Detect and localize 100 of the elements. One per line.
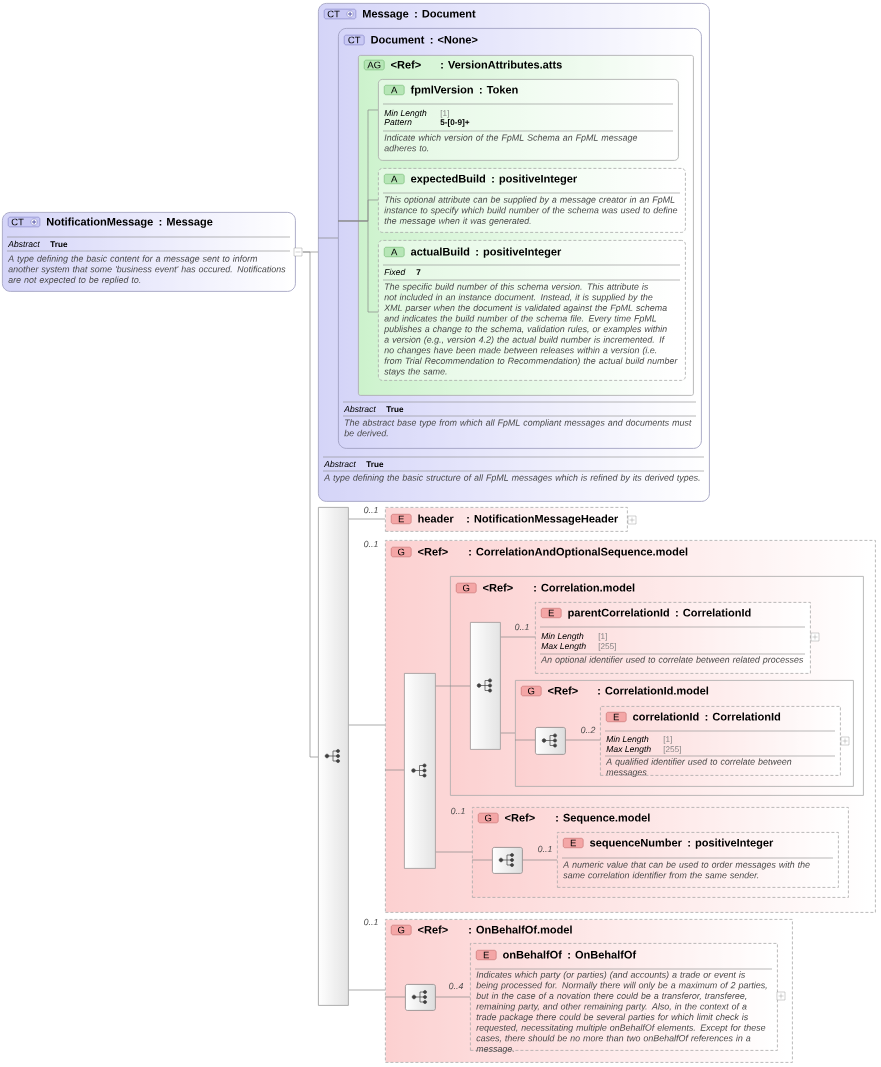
property-value: 5-[0-9]+	[440, 119, 470, 127]
connector-line	[514, 739, 536, 741]
type-badge: E	[563, 838, 584, 848]
sequence-bar	[318, 507, 349, 1006]
connector-line	[317, 237, 339, 239]
property-value: True	[50, 241, 68, 248]
cardinality-label: 0..1	[363, 540, 378, 548]
description-text: An optional identifier used to correlate between related processes	[540, 656, 804, 665]
connector-line	[348, 518, 386, 520]
name-label: <Ref>	[483, 583, 513, 592]
type-label: : NotificationMessageHeader	[467, 514, 618, 525]
connector-line	[384, 996, 406, 998]
description-text: A type defining the basic content for a message sent to inform another system that some 'business event' has occured. Notifications are not expected to be replied to.	[7, 255, 286, 285]
type-badge: G	[521, 685, 542, 697]
description-text: Indicates which party (or parties) (and accounts) a trade or event is being processed for. Normally there will only be a maximum of 2 parties, but in the case of a novation there could be a transferor, transferee, remaining party, and other remaining party. Also, in the context of a trade package there could be several parties for which limit check is requested, necessitating multiple onBehalfOf elements. Except for these cases, there should be no more than two onBehalfOf references in a message.	[476, 971, 767, 1054]
connector-line	[449, 685, 471, 687]
type-badge: E	[541, 608, 562, 618]
element-box	[535, 602, 811, 674]
name-label: header	[418, 514, 454, 523]
attribute-box	[378, 168, 686, 233]
complex-type-box	[2, 212, 303, 292]
property-label: Fixed	[384, 268, 406, 276]
type-label: : positiveInteger	[476, 247, 562, 258]
type-badge: G	[391, 546, 412, 558]
name-label: <Ref>	[391, 60, 421, 69]
name-label: fpmlVersion	[410, 85, 473, 96]
description-text: A qualified identifier used to correlate between messages	[605, 758, 792, 778]
type-badge: E	[476, 950, 497, 960]
property-value: [255]	[598, 643, 616, 651]
description-text: A numeric value that can be used to order messages with the same correlation identifier from the same sender.	[562, 861, 810, 879]
type-label: : CorrelationId	[676, 608, 751, 617]
connector-line	[435, 851, 473, 853]
property-label: Abstract	[343, 405, 377, 413]
name-label: Document	[371, 35, 425, 44]
type-badge: G	[478, 812, 499, 824]
property-value: [255]	[663, 746, 681, 754]
type-badge: AG	[364, 59, 385, 71]
sequence-box	[405, 984, 436, 1011]
name-label: actualBuild	[410, 247, 470, 256]
connector-line	[348, 989, 386, 991]
type-label: : Correlation.model	[534, 583, 635, 592]
property-label: Min Length	[384, 109, 427, 118]
type-label: : Token	[480, 85, 518, 94]
type-label: : CorrelationAndOptionalSequence.model	[469, 547, 688, 558]
property-value: True	[386, 406, 404, 413]
type-badge: CT	[324, 8, 357, 20]
element-box	[385, 507, 628, 532]
attribute-box	[378, 240, 686, 381]
cardinality-label: 0..1	[538, 845, 552, 853]
property-label: Max Length	[541, 642, 586, 651]
property-label: Min Length	[606, 735, 649, 744]
property-label: Abstract	[323, 460, 357, 468]
name-label: correlationId	[633, 712, 699, 721]
connector-line	[471, 859, 493, 861]
connector-line	[435, 996, 471, 998]
sequence-box	[535, 727, 566, 755]
attribute-box	[378, 79, 679, 161]
type-label: : CorrelationId.model	[598, 686, 709, 695]
connector-line	[337, 220, 379, 313]
description-text: The abstract base type from which all FpML compliant messages and documents must be derived.	[344, 419, 692, 437]
name-label: expectedBuild	[411, 174, 486, 185]
type-badge: A	[384, 85, 405, 95]
type-badge: CT	[8, 216, 41, 228]
cardinality-label: 0..1	[363, 918, 378, 926]
description-text: A type defining the basic structure of all FpML messages which is refined by its derived types.	[323, 474, 700, 483]
description-text: This optional attribute can be supplied by a message creator in an FpML instance to specify which build number of the schema was used to define the message when it was generated.	[384, 196, 678, 226]
property-value: [1]	[663, 736, 672, 744]
connector-line	[565, 739, 601, 741]
description-text: Indicate which version of the FpML Schema an FpML message adheres to.	[384, 134, 638, 152]
connector-line	[302, 251, 319, 758]
type-label: : positiveInteger	[492, 174, 577, 185]
type-label: : OnBehalfOf.model	[469, 925, 572, 934]
type-label: : <None>	[430, 35, 478, 44]
cardinality-label: 0..2	[581, 726, 596, 734]
sequence-bar	[404, 673, 436, 869]
name-label: sequenceNumber	[590, 838, 682, 849]
type-badge: G	[456, 582, 477, 594]
cardinality-label: 0..1	[515, 623, 529, 631]
property-value: True	[366, 461, 384, 468]
property-label: Min Length	[541, 632, 584, 641]
type-badge: A	[384, 247, 405, 257]
name-label: <Ref>	[548, 686, 578, 695]
property-value: [1]	[440, 110, 449, 118]
name-label: Message	[363, 9, 409, 20]
connector-line	[384, 769, 405, 771]
element-box	[470, 943, 778, 1054]
type-label: : VersionAttributes.atts	[441, 60, 562, 69]
cardinality-label: 0..4	[448, 982, 464, 990]
description-text: The specific build number of this schema version. This attribute is not included in an instance document. Instead, it is supplied by the XML parser when the document is validated against the FpML schema and indicates the build number of the schema file. Every time FpML publishes a change to the schema, validation rules, or examples within a version (e.g., version 4.2) the actual build number is incremented. If no changes have been made between releases within a version (i.e. from Trial Recommendation to Recommendation) the actual build number stays the same.	[384, 283, 678, 377]
property-label: Max Length	[606, 745, 651, 754]
cardinality-label: 0..1	[363, 506, 378, 514]
name-label: <Ref>	[505, 813, 535, 822]
connector-line	[435, 685, 451, 687]
type-label: : OnBehalfOf	[568, 950, 637, 959]
type-badge: A	[384, 174, 405, 184]
cardinality-label: 0..1	[450, 807, 465, 815]
type-label: : Message	[159, 217, 213, 228]
type-badge: G	[391, 924, 412, 936]
connector-line	[500, 636, 536, 638]
name-label: parentCorrelationId	[568, 608, 669, 619]
